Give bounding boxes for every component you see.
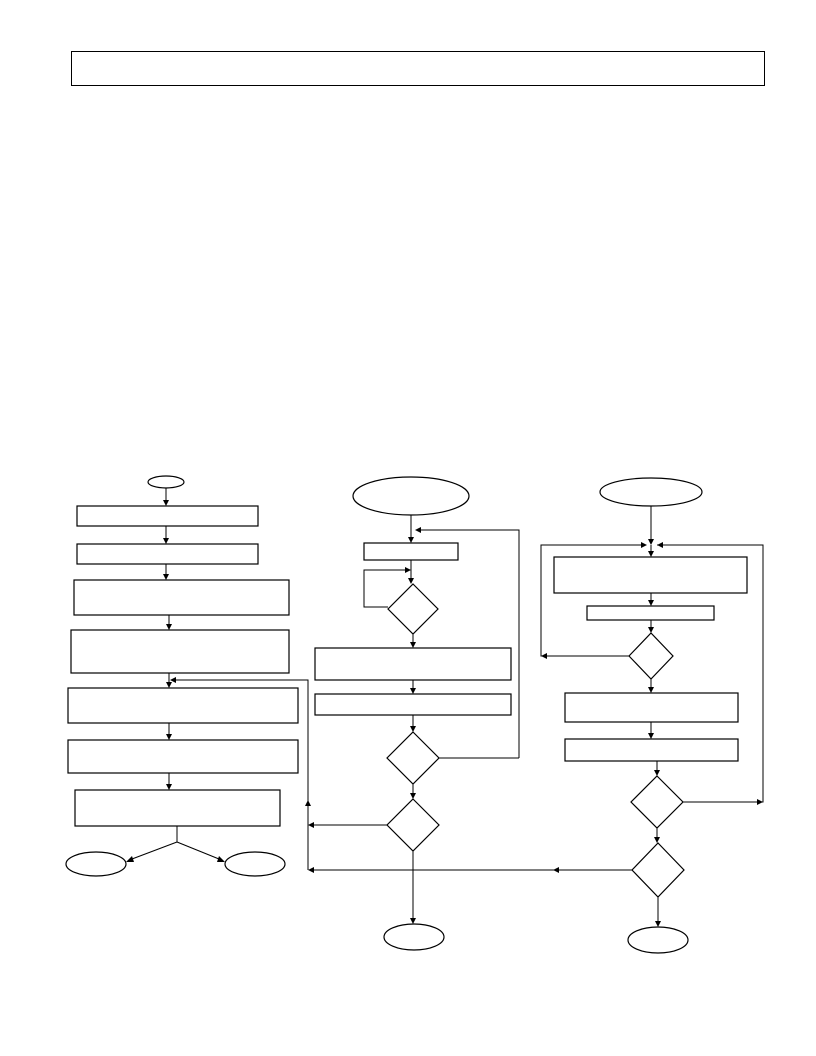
col2-loop-connector: [421, 529, 520, 758]
col3-process-4: [564, 738, 739, 762]
arrowhead-right: [405, 567, 411, 573]
arrowhead-down: [410, 793, 416, 799]
arrowhead-down: [410, 726, 416, 732]
col2-start-terminal: [352, 476, 470, 516]
col3-end-terminal: [627, 926, 689, 954]
col1-process-2: [76, 543, 259, 565]
arrowhead-down: [410, 642, 416, 648]
arrowhead-left: [170, 677, 176, 683]
arrowhead-left: [308, 867, 314, 873]
col2-decision-2: [386, 731, 440, 785]
header-box: [71, 51, 765, 86]
col2-process-3: [314, 693, 512, 716]
arrowhead-left: [308, 822, 314, 828]
col3-start-terminal: [599, 477, 703, 507]
arrowhead-right: [641, 542, 647, 548]
arrowhead-right: [757, 799, 763, 805]
col1-start-terminal: [147, 475, 185, 489]
col3-left-loop-connector: [540, 544, 645, 657]
arrowhead-left: [553, 867, 559, 873]
col2-self-loop-connector: [363, 569, 405, 608]
arrowhead-down: [654, 770, 660, 776]
col3-process-2: [586, 605, 715, 621]
arrowhead-down: [410, 918, 416, 924]
col3-decision-1: [628, 632, 674, 680]
col3-process-3: [564, 692, 739, 723]
arrowhead-diagonal: [126, 856, 134, 862]
col2-process-2: [314, 647, 512, 681]
arrowhead-down: [648, 539, 654, 545]
arrowhead-down: [410, 688, 416, 694]
arrowhead-down: [166, 624, 172, 630]
col1-process-1: [76, 505, 259, 527]
arrowhead-down: [648, 627, 654, 633]
arrowhead-down: [648, 687, 654, 693]
arrowhead-down: [408, 537, 414, 543]
col3-decision-2: [630, 775, 684, 829]
col1-process-7: [74, 789, 281, 827]
arrowhead-left: [415, 527, 421, 533]
col2-decision-3: [386, 798, 440, 852]
col2-decision-1: [387, 583, 439, 635]
arrowhead-down: [166, 734, 172, 740]
arrowhead-down: [648, 600, 654, 606]
col1-end-terminal-right: [224, 851, 286, 877]
arrowhead-down: [648, 551, 654, 557]
arrowhead-down: [163, 574, 169, 580]
col1-process-3: [73, 579, 290, 616]
col2-process-1: [363, 542, 459, 561]
col2-end-terminal: [383, 923, 445, 951]
col1-split-connector: [176, 841, 220, 860]
col3-process-1: [553, 556, 748, 594]
arrowhead-left: [657, 542, 663, 548]
arrowhead-down: [166, 784, 172, 790]
arrowhead-left: [541, 653, 547, 659]
col1-end-terminal-left: [65, 851, 127, 877]
arrowhead-down: [408, 578, 414, 584]
col1-split-connector: [131, 826, 178, 860]
arrowhead-down: [654, 837, 660, 843]
col1-process-5: [67, 687, 299, 724]
arrowhead-down: [655, 921, 661, 927]
arrowhead-up: [305, 800, 311, 806]
arrowhead-diagonal: [217, 856, 225, 862]
col3-decision-3: [631, 842, 685, 898]
arrowhead-down: [648, 733, 654, 739]
arrowhead-down: [166, 682, 172, 688]
col1-process-6: [67, 739, 299, 774]
arrowhead-down: [163, 500, 169, 506]
col3-right-loop-connector: [657, 544, 764, 803]
col1-process-4: [70, 629, 290, 674]
arrowhead-down: [163, 538, 169, 544]
